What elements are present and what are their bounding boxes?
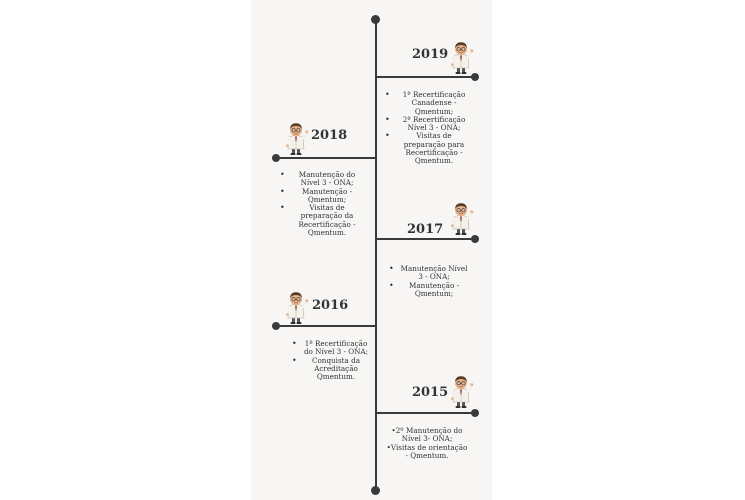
list-item: 1ª Recertificação Canadense - Qmentum; <box>385 90 473 116</box>
branch-line <box>376 412 475 414</box>
branch-dot <box>471 73 479 81</box>
timeline-panel <box>251 0 492 500</box>
list-item: Manutenção Nível 3 - ONA; <box>389 264 469 282</box>
list-item: 2ª Recertificação Nível 3 - ONA; <box>385 115 473 133</box>
list-item: Manutenção - Qmentum; <box>280 187 364 205</box>
year-label: 2016 <box>312 298 349 313</box>
item-list: Manutenção Nível 3 - ONA; Manutenção - Q… <box>389 264 469 299</box>
doctor-mascot-icon <box>449 40 474 74</box>
list-item: Manutenção - Qmentum; <box>389 281 469 299</box>
axis-bottom-dot <box>371 486 380 495</box>
item-list: 1ª Recertificação do Nível 3 - ONA; Conq… <box>292 339 370 382</box>
list-item: Conquista da Acreditação Qmentum. <box>292 356 370 382</box>
year-label: 2018 <box>311 128 348 143</box>
branch-line <box>276 325 376 327</box>
year-label: 2019 <box>412 47 449 62</box>
branch-line <box>276 157 376 159</box>
branch-dot <box>272 154 280 162</box>
list-item: •Visitas de orientação - Qmentum. <box>386 442 468 460</box>
item-list: 1ª Recertificação Canadense - Qmentum; 2… <box>385 90 473 166</box>
branch-line <box>376 76 475 78</box>
year-label: 2017 <box>407 222 444 237</box>
list-item: Manutenção do Nível 3 - ONA; <box>280 170 364 188</box>
branch-line <box>376 238 475 240</box>
list-item: 1ª Recertificação do Nível 3 - ONA; <box>292 339 370 357</box>
list-item: Visitas de preparação para Recertificaçã… <box>385 132 473 165</box>
branch-dot <box>471 235 479 243</box>
item-list: •2º Manutenção do Nível 3- ONA; •Visitas… <box>386 426 468 460</box>
axis-top-dot <box>371 15 380 24</box>
list-item: •2º Manutenção do Nível 3- ONA; <box>391 426 463 444</box>
branch-dot <box>272 322 280 330</box>
timeline-axis <box>375 19 377 491</box>
list-item: Visitas de preparação da Recertificação … <box>280 204 364 237</box>
branch-dot <box>471 409 479 417</box>
item-list: Manutenção do Nível 3 - ONA; Manutenção … <box>280 170 364 237</box>
doctor-mascot-icon <box>284 290 309 324</box>
doctor-mascot-icon <box>449 201 474 235</box>
doctor-mascot-icon <box>449 374 474 408</box>
doctor-mascot-icon <box>284 121 309 155</box>
year-label: 2015 <box>412 385 449 400</box>
